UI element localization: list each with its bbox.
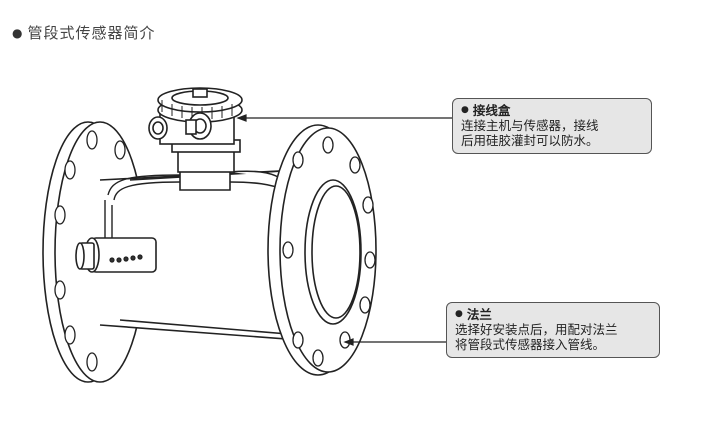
callout-line: 连接主机与传感器，接线 bbox=[461, 118, 599, 133]
callout-line: 将管段式传感器接入管线。 bbox=[455, 337, 606, 352]
flange-callout: ● 法兰 选择好安装点后，用配对法兰 将管段式传感器接入管线。 bbox=[446, 302, 660, 358]
section-title: ● 管段式传感器简介 bbox=[12, 22, 156, 43]
bullet-icon: ● bbox=[12, 25, 24, 40]
leader-lines bbox=[236, 114, 466, 346]
bullet-icon: ● bbox=[461, 105, 469, 115]
junction-box bbox=[148, 87, 286, 191]
callout-heading: ● 接线盒 bbox=[461, 103, 511, 118]
callout-line: 后用硅胶灌封可以防水。 bbox=[461, 133, 599, 148]
callout-line: 选择好安装点后，用配对法兰 bbox=[455, 322, 618, 337]
side-fitting bbox=[75, 237, 157, 273]
section-title-text: 管段式传感器简介 bbox=[27, 24, 156, 42]
bullet-icon: ● bbox=[455, 309, 463, 319]
callout-heading: ● 法兰 bbox=[455, 307, 492, 322]
junction-box-callout: ● 接线盒 连接主机与传感器，接线 后用硅胶灌封可以防水。 bbox=[452, 98, 652, 154]
right-flange bbox=[267, 124, 377, 376]
